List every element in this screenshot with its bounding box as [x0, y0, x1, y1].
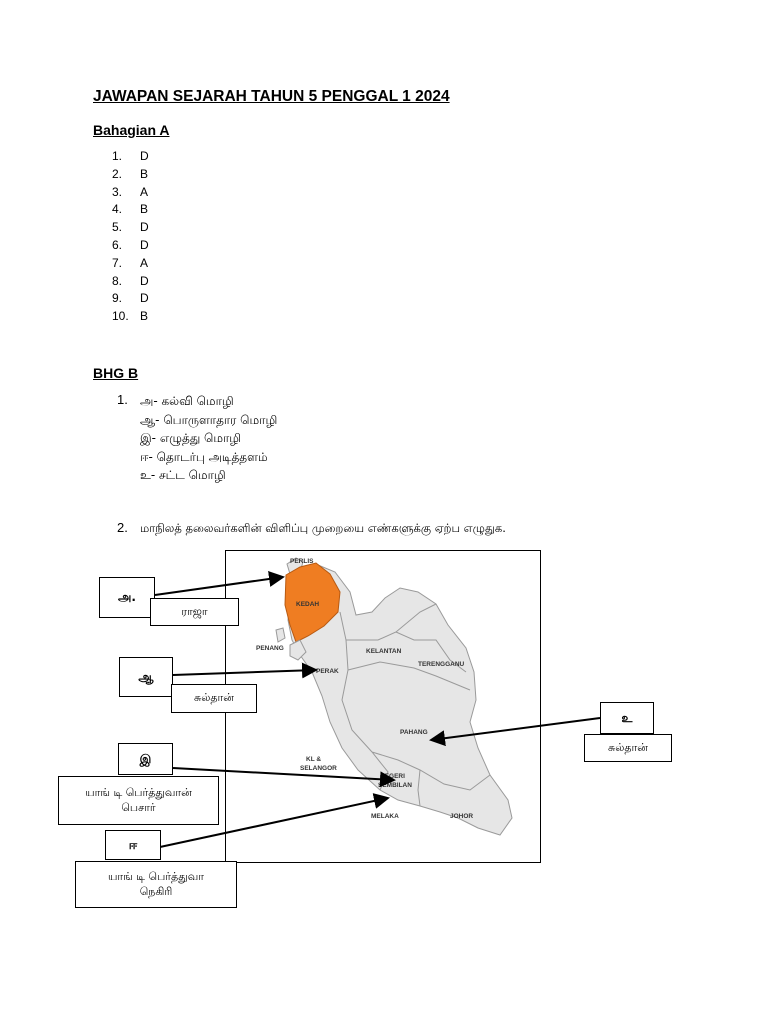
answer-box-i: யாங் டி பெர்த்துவான் பெசார் — [58, 776, 219, 825]
map-label-kedah: KEDAH — [296, 601, 319, 608]
answer-box-aa: சுல்தான் — [171, 684, 257, 713]
question-1-answers: அ- கல்வி மொழி ஆ- பொருளாதார மொழி இ- எழுத்… — [140, 392, 277, 485]
label-box-u: உ — [600, 702, 654, 734]
list-item: 3.A — [112, 184, 149, 199]
map-label-perlis: PERLIS — [290, 558, 314, 565]
arrow-a — [154, 571, 285, 596]
question-1-number: 1. — [117, 392, 128, 407]
map-label-terengganu: TERENGGANU — [418, 661, 465, 668]
label-box-a: அ. — [99, 577, 155, 618]
arrow-u — [429, 717, 601, 747]
map-label-selangor: SELANGOR — [300, 765, 337, 772]
answer-box-a: ராஜா — [150, 598, 239, 626]
section-a-answer-list: 1.D 2.B 3.A 4.B 5.D 6.D 7.A 8.D 9.D 10.B — [112, 148, 149, 326]
list-item: ஆ- பொருளாதார மொழி — [140, 412, 278, 427]
list-item: 5.D — [112, 220, 149, 235]
map-label-kelantan: KELANTAN — [366, 648, 402, 655]
list-item: ஈ- தொடர்பு அடித்தளம் — [140, 449, 268, 464]
list-item: 7.A — [112, 255, 149, 270]
map-label-sembilan: SEMBILAN — [378, 782, 412, 789]
question-2-text: மாநிலத் தலைவர்களின் விளிப்பு முறையை எண்க… — [140, 521, 506, 535]
section-a-heading: Bahagian A — [93, 122, 170, 138]
penang-mainland-shape — [289, 639, 307, 661]
map-label-melaka: MELAKA — [371, 813, 399, 820]
answer-box-u: சுல்தான் — [584, 734, 672, 762]
section-b-heading: BHG B — [93, 365, 139, 381]
answer-box-ii: யாங் டி பெர்த்துவா நெகிரி — [75, 861, 237, 908]
list-item: 4.B — [112, 202, 149, 217]
list-item: 6.D — [112, 237, 149, 252]
penang-shape — [275, 627, 286, 643]
label-box-aa: ஆ — [119, 657, 173, 697]
map-label-penang: PENANG — [256, 645, 284, 652]
map-label-kl: KL & — [306, 756, 321, 763]
list-item: 10.B — [112, 309, 149, 324]
page-title: JAWAPAN SEJARAH TAHUN 5 PENGGAL 1 2024 — [93, 88, 450, 105]
map-label-perak: PERAK — [316, 668, 339, 675]
arrow-ii — [159, 793, 390, 848]
list-item: 1.D — [112, 149, 149, 163]
list-item: 2.B — [112, 166, 149, 181]
arrow-i — [172, 767, 396, 788]
list-item: உ- சட்ட மொழி — [140, 468, 226, 482]
label-box-i: இ — [118, 743, 173, 775]
list-item: 9.D — [112, 291, 149, 306]
arrow-aa — [172, 662, 318, 679]
map-label-pahang: PAHANG — [400, 729, 428, 736]
label-box-ii: ஈ — [105, 830, 161, 860]
question-2-number: 2. — [117, 520, 128, 535]
list-item: அ- கல்வி மொழி — [140, 394, 234, 408]
map-label-johor: JOHOR — [450, 813, 473, 820]
state-borders — [339, 603, 491, 807]
kedah-shape — [284, 562, 341, 643]
list-item: 8.D — [112, 273, 149, 288]
list-item: இ- எழுத்து மொழி — [140, 431, 242, 445]
